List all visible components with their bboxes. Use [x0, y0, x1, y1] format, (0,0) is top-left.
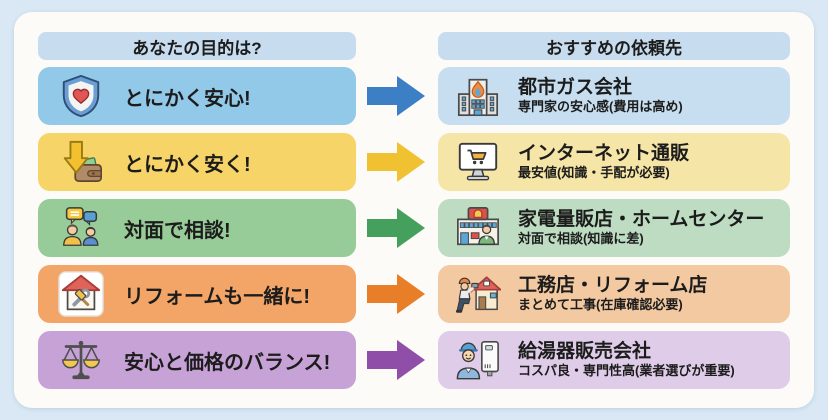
recommendation-title: 工務店・リフォーム店 [518, 274, 708, 296]
gas-company-building-icon [438, 73, 518, 119]
recommendation-note: コスパ良・専門性高(業者選びが重要) [518, 363, 735, 379]
goal-box: 安心と価格のバランス! [38, 331, 356, 389]
house-tools-icon [38, 271, 124, 317]
right-arrow-icon [366, 338, 428, 382]
face-to-face-chat-icon [38, 205, 124, 251]
recommendation-box: 工務店・リフォーム店 まとめて工事(在庫確認必要) [438, 265, 790, 323]
recommendation-note: まとめて工事(在庫確認必要) [518, 297, 683, 313]
contractor-house-icon [438, 271, 518, 317]
row-balance: 安心と価格のバランス! [38, 331, 790, 389]
recommendation-box: インターネット通販 最安値(知識・手配が必要) [438, 133, 790, 191]
recommendation-box: 給湯器販売会社 コスパ良・専門性高(業者選びが重要) [438, 331, 790, 389]
right-arrow-icon [366, 206, 428, 250]
recommendation-title: インターネット通販 [518, 142, 690, 164]
rows-container: とにかく安心! [38, 67, 790, 389]
recommendation-note: 専門家の安心感(費用は高め) [518, 99, 683, 115]
recommendation-box: 都市ガス会社 専門家の安心感(費用は高め) [438, 67, 790, 125]
row-anshin: とにかく安心! [38, 67, 790, 125]
header-goal: あなたの目的は? [38, 32, 356, 60]
shield-heart-icon [38, 73, 124, 119]
goal-label: 安心と価格のバランス! [124, 351, 331, 374]
goal-label: 対面で相談! [124, 219, 231, 242]
online-shopping-monitor-icon [438, 139, 518, 185]
recommendation-title: 都市ガス会社 [518, 76, 633, 98]
electronics-store-icon [438, 205, 518, 251]
header-recommendation: おすすめの依頼先 [438, 32, 790, 60]
goal-box: とにかく安く! [38, 133, 356, 191]
recommendation-title: 給湯器販売会社 [518, 340, 652, 362]
right-arrow-icon [366, 74, 428, 118]
recommendation-box: 家電量販店・ホームセンター 対面で相談(知識に差) [438, 199, 790, 257]
header-row: あなたの目的は? おすすめの依頼先 [38, 32, 790, 60]
recommendation-note: 最安値(知識・手配が必要) [518, 165, 670, 181]
row-reform: リフォームも一緒に! [38, 265, 790, 323]
goal-label: とにかく安心! [124, 87, 251, 110]
right-arrow-icon [366, 272, 428, 316]
cash-wallet-icon [38, 139, 124, 185]
infographic-card: あなたの目的は? おすすめの依頼先 とにかく安心! [14, 12, 814, 408]
goal-box: 対面で相談! [38, 199, 356, 257]
goal-box: リフォームも一緒に! [38, 265, 356, 323]
goal-label: とにかく安く! [124, 153, 251, 176]
row-taimen: 対面で相談! [38, 199, 790, 257]
balance-scale-icon [38, 337, 124, 383]
installer-water-heater-icon [438, 337, 518, 383]
goal-box: とにかく安心! [38, 67, 356, 125]
goal-label: リフォームも一緒に! [124, 285, 311, 308]
row-yasuku: とにかく安く! インターネット通販 [38, 133, 790, 191]
recommendation-title: 家電量販店・ホームセンター [518, 208, 765, 230]
right-arrow-icon [366, 140, 428, 184]
recommendation-note: 対面で相談(知識に差) [518, 231, 644, 247]
